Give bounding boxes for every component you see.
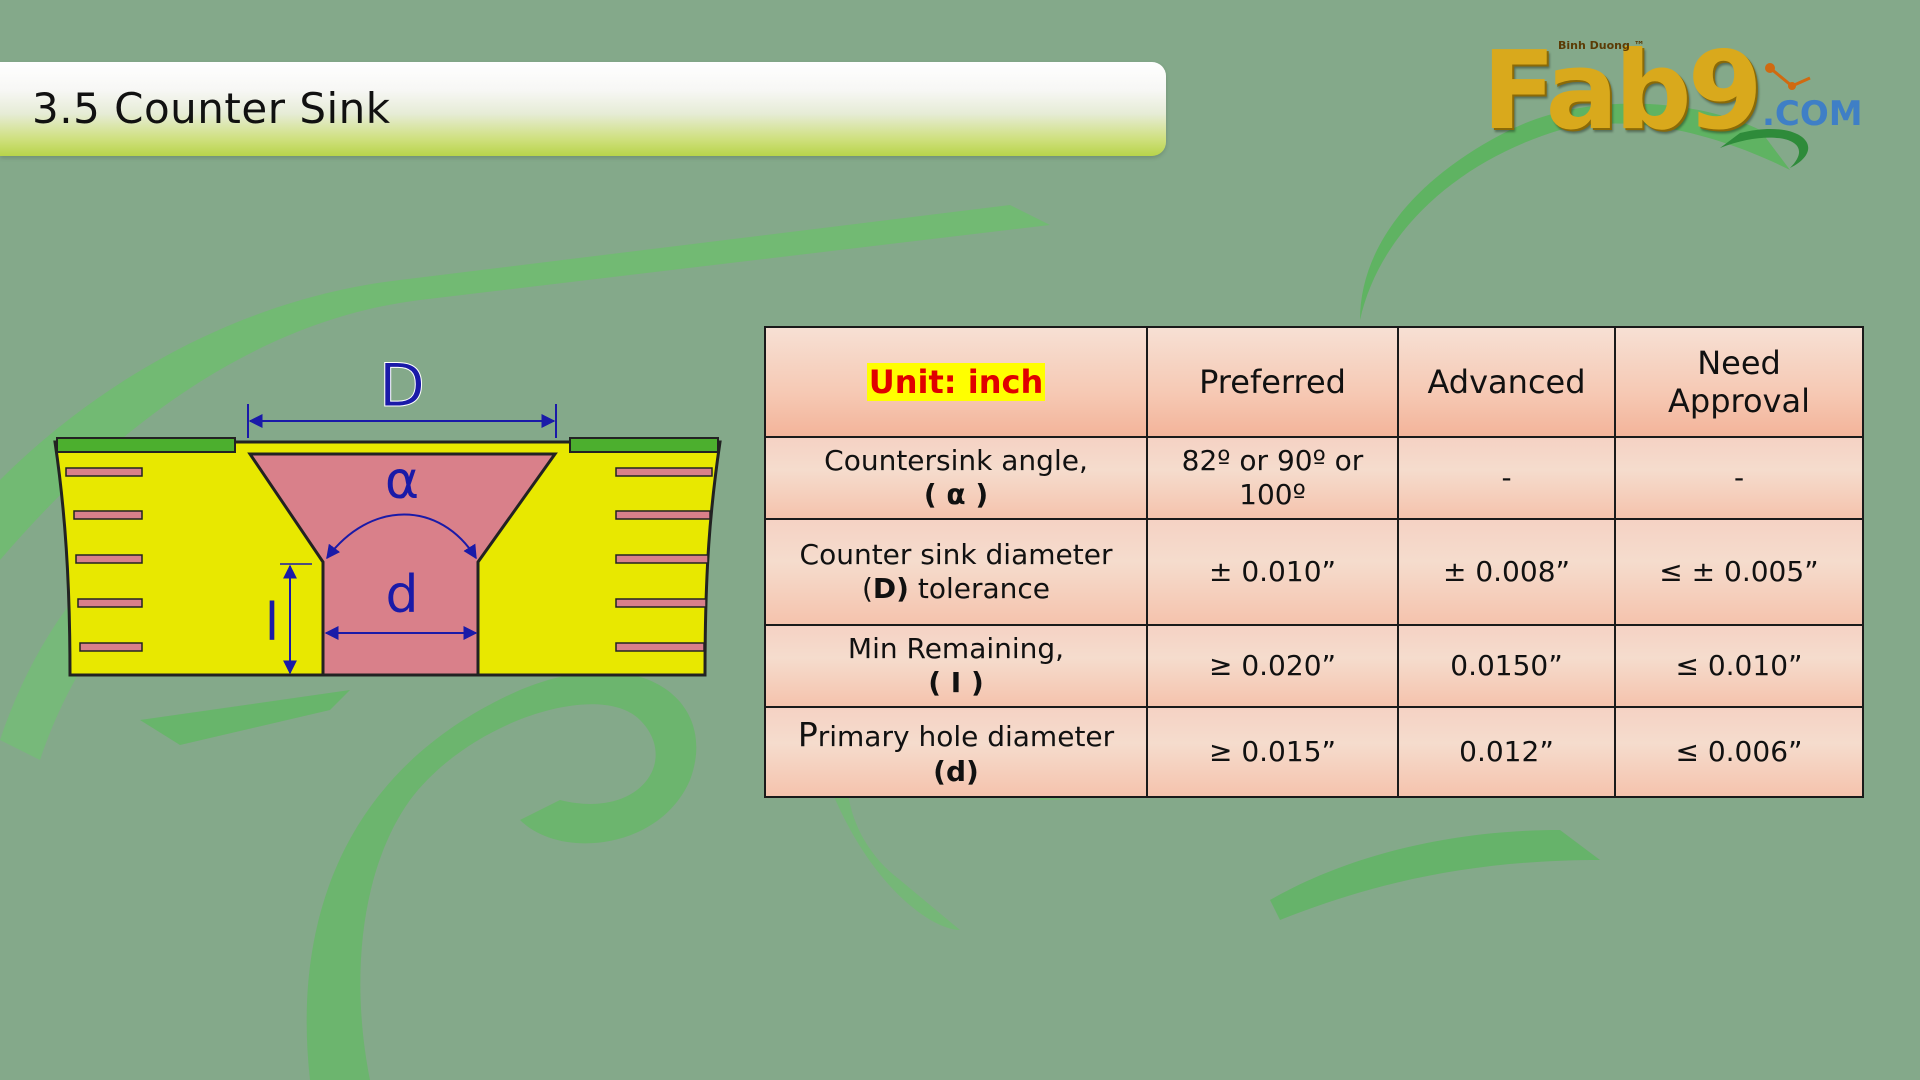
table-row: Primary hole diameter(d) ≥ 0.015” 0.012”… <box>764 706 1864 798</box>
countersink-diagram: D α d l <box>53 351 722 677</box>
table-row: Counter sink diameter(D) tolerance ± 0.0… <box>764 518 1864 626</box>
value-need-approval: - <box>1614 436 1864 520</box>
value-advanced: ± 0.008” <box>1397 518 1616 626</box>
left-copper-pad <box>56 437 236 453</box>
param-countersink-diameter: Counter sink diameter(D) tolerance <box>764 518 1148 626</box>
label-D: D <box>379 351 425 421</box>
header-unit: Unit: inch <box>764 326 1148 438</box>
slide-title: 3.5 Counter Sink <box>32 84 391 133</box>
label-l: l <box>265 593 279 653</box>
unit-label: Unit: inch <box>866 362 1046 401</box>
value-need-approval: ≤ 0.006” <box>1614 706 1864 798</box>
value-advanced: 0.0150” <box>1397 624 1616 708</box>
table-row: Countersink angle,( α ) 82º or 90º or 10… <box>764 436 1864 520</box>
header-advanced: Advanced <box>1397 326 1616 438</box>
logo-suffix: .COM <box>1762 94 1863 134</box>
value-preferred: ≥ 0.020” <box>1146 624 1399 708</box>
logo-swoosh-icon <box>1720 63 1811 168</box>
right-copper-pad <box>569 437 719 453</box>
fab9-logo: Fab9 Binh Duong ™ .COM <box>1470 28 1870 178</box>
label-d: d <box>385 565 418 625</box>
alpha-angle-arc <box>326 513 477 560</box>
param-countersink-angle: Countersink angle,( α ) <box>764 436 1148 520</box>
right-inner-layers <box>615 467 713 652</box>
countersink-cavity <box>247 452 558 677</box>
param-primary-hole-diameter: Primary hole diameter(d) <box>764 706 1148 798</box>
table-row: Min Remaining,( I ) ≥ 0.020” 0.0150” ≤ 0… <box>764 624 1864 708</box>
value-need-approval: ≤ ± 0.005” <box>1614 518 1864 626</box>
left-inner-layers <box>65 467 143 652</box>
value-preferred: 82º or 90º or 100º <box>1146 436 1399 520</box>
label-alpha: α <box>385 451 419 511</box>
title-bar: 3.5 Counter Sink <box>0 62 1166 156</box>
value-need-approval: ≤ 0.010” <box>1614 624 1864 708</box>
logo-brand: Fab9 <box>1482 29 1763 154</box>
header-preferred: Preferred <box>1146 326 1399 438</box>
logo-subtitle: Binh Duong ™ <box>1558 39 1645 52</box>
value-advanced: 0.012” <box>1397 706 1616 798</box>
param-min-remaining: Min Remaining,( I ) <box>764 624 1148 708</box>
value-preferred: ± 0.010” <box>1146 518 1399 626</box>
value-advanced: - <box>1397 436 1616 520</box>
value-preferred: ≥ 0.015” <box>1146 706 1399 798</box>
